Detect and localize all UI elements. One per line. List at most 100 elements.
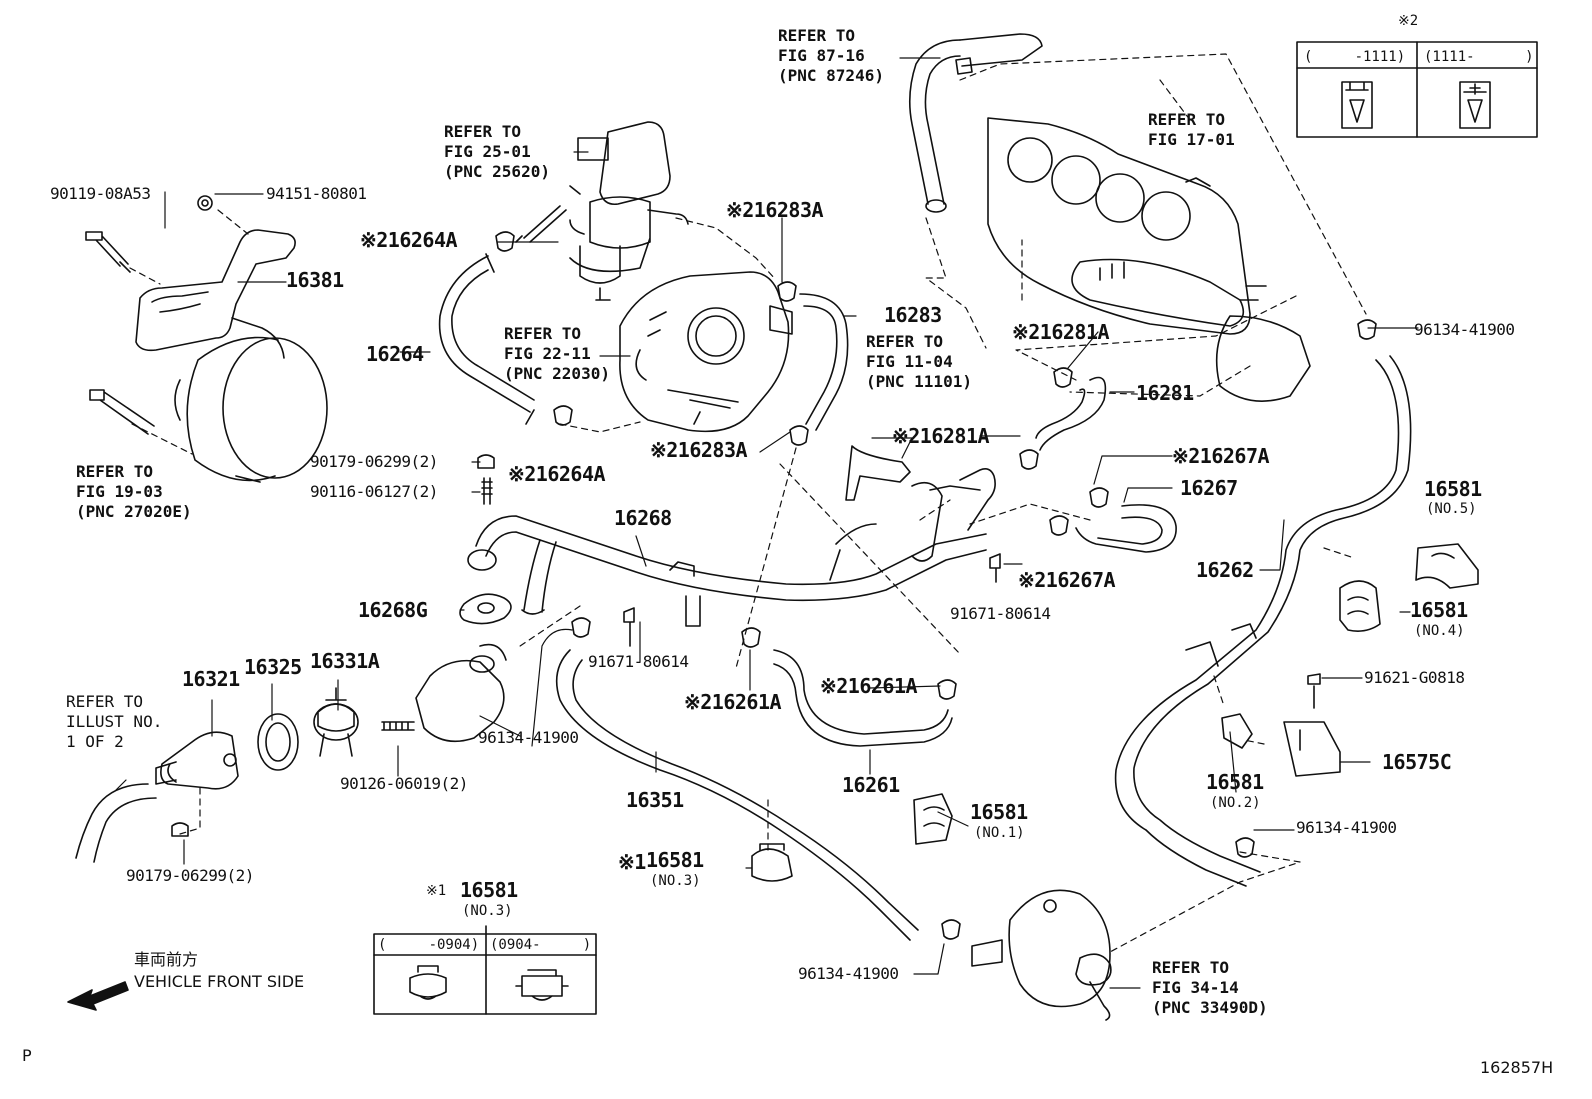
inset-top-mark: ※2: [1398, 13, 1419, 29]
part-label-16331a[interactable]: 16331A: [310, 649, 380, 673]
direction-en: VEHICLE FRONT SIDE: [134, 972, 305, 991]
part-label-96134-41900-right[interactable]: 96134-41900: [1296, 818, 1397, 837]
part-label-90119-08a53[interactable]: 90119-08A53: [50, 184, 151, 203]
hose-16264-drawing: [438, 253, 535, 425]
part-label-90179-06299-top[interactable]: 90179-06299(2): [310, 452, 438, 471]
figure-code: 162857H: [1480, 1058, 1554, 1077]
reference-illust-1-of-2[interactable]: REFER TO ILLUST NO. 1 OF 2: [66, 692, 163, 751]
reference-fig-19-03[interactable]: REFER TO FIG 19-03 (PNC 27020E): [76, 462, 192, 521]
part-label-90116-06127[interactable]: 90116-06127(2): [310, 482, 438, 501]
part-label-16264[interactable]: 16264: [366, 342, 424, 366]
inset-bottom-sub: (NO.3): [462, 903, 513, 919]
part-label-16381[interactable]: 16381: [286, 268, 344, 292]
water-pump-drawing: [89, 317, 328, 483]
reference-fig-17-01[interactable]: REFER TO FIG 17-01: [1148, 110, 1235, 149]
hose-16262-drawing: [1114, 355, 1412, 887]
part-label-91671-80614-right[interactable]: 91671-80614: [950, 604, 1051, 623]
part-label-16261[interactable]: 16261: [842, 773, 900, 797]
part-label-16283a-top[interactable]: ※216283A: [726, 198, 824, 222]
pipe-11-04-drawing: [845, 445, 911, 501]
stud-90126-drawing: [381, 721, 415, 731]
part-label-96134-41900-top-right[interactable]: 96134-41900: [1414, 320, 1515, 339]
thermostat-housing-drawing: [415, 643, 507, 743]
hose-illust-drawing: [75, 783, 157, 863]
hose-16267-drawing: [1075, 504, 1177, 553]
part-label-94151-80801[interactable]: 94151-80801: [266, 184, 367, 203]
reference-fig-34-14[interactable]: REFER TO FIG 34-14 (PNC 33490D): [1152, 958, 1268, 1017]
part-label-16262[interactable]: 16262: [1196, 558, 1254, 582]
part-label-16268[interactable]: 16268: [614, 506, 672, 530]
bracket-16381-drawing: [85, 195, 296, 352]
dashed-lines: [129, 53, 1367, 953]
direction-jp: 車両前方: [134, 950, 199, 969]
hose-16261-drawing: [773, 649, 953, 747]
part-label-16321[interactable]: 16321: [182, 667, 240, 691]
part-label-16581-no1[interactable]: 16581: [970, 800, 1028, 824]
inset-bottom-mark: ※1: [426, 883, 447, 899]
part-label-16581-no3[interactable]: 16581: [646, 848, 704, 872]
front-direction-arrow-icon: [67, 981, 129, 1011]
hose-clip-icons: [751, 543, 1479, 882]
part-label-16351[interactable]: 16351: [626, 788, 684, 812]
corner-mark-p: P: [22, 1046, 32, 1065]
part-label-16283[interactable]: 16283: [884, 303, 942, 327]
part-label-16581-no2[interactable]: 16581: [1206, 770, 1264, 794]
part-label-96134-41900-middle[interactable]: 96134-41900: [478, 728, 579, 747]
part-label-16267[interactable]: 16267: [1180, 476, 1238, 500]
inset-top-col2: (1111- ): [1424, 49, 1534, 65]
part-label-91621-g0818[interactable]: 91621-G0818: [1364, 668, 1465, 687]
part-label-16581-no5[interactable]: 16581: [1424, 477, 1482, 501]
gasket-16325-drawing: [257, 713, 299, 771]
thermostat-16331a-drawing: [313, 687, 359, 757]
hose-16351-drawing: [555, 649, 919, 941]
part-label-16267a-top[interactable]: ※216267A: [1172, 444, 1270, 468]
part-label-16261a-right[interactable]: ※216261A: [820, 674, 918, 698]
part-label-16268g[interactable]: 16268G: [358, 598, 428, 622]
inset-top-col1: ( -1111): [1304, 49, 1406, 65]
sub-label-no2: (NO.2): [1210, 795, 1261, 811]
part-label-16281[interactable]: 16281: [1136, 381, 1194, 405]
sub-label-no1: (NO.1): [974, 825, 1025, 841]
part-label-16325[interactable]: 16325: [244, 655, 302, 679]
inset-box-bottom: [373, 925, 597, 1015]
mark-16581-no3: ※1: [618, 850, 646, 874]
part-label-90126-06019[interactable]: 90126-06019(2): [340, 774, 468, 793]
sub-label-no4: (NO.4): [1414, 623, 1465, 639]
part-label-16575c[interactable]: 16575C: [1382, 750, 1452, 774]
part-label-16283a-bottom[interactable]: ※216283A: [650, 438, 748, 462]
part-label-90179-06299-bottom[interactable]: 90179-06299(2): [126, 866, 254, 885]
part-label-91671-80614-left[interactable]: 91671-80614: [588, 652, 689, 671]
reference-fig-11-04[interactable]: REFER TO FIG 11-04 (PNC 11101): [866, 332, 972, 391]
part-label-96134-41900-bottom[interactable]: 96134-41900: [798, 964, 899, 983]
oil-cooler-drawing: [971, 889, 1112, 1021]
reference-fig-87-16[interactable]: REFER TO FIG 87-16 (PNC 87246): [778, 26, 884, 85]
pipe-16268-drawing: [467, 468, 996, 627]
part-label-16264a-bottom[interactable]: ※216264A: [508, 462, 606, 486]
hose-16281-drawing: [1035, 376, 1107, 451]
reference-fig-25-01[interactable]: REFER TO FIG 25-01 (PNC 25620): [444, 122, 550, 181]
clamp-icons: [171, 231, 1377, 940]
egr-valve-drawing: [515, 121, 689, 301]
part-label-16261a-left[interactable]: ※216261A: [684, 690, 782, 714]
throttle-body-drawing: [619, 271, 793, 433]
inset-box-top: [1296, 41, 1538, 138]
part-label-16267a-bottom[interactable]: ※216267A: [1018, 568, 1116, 592]
water-inlet-16321-drawing: [155, 731, 239, 790]
inset-bottom-part[interactable]: 16581: [460, 878, 518, 902]
sub-label-no3: (NO.3): [650, 873, 701, 889]
gasket-16268g-drawing: [459, 593, 512, 625]
hose-16283-drawing: [799, 293, 849, 431]
inset-bottom-col2: (0904- ): [490, 937, 592, 953]
reference-fig-22-11[interactable]: REFER TO FIG 22-11 (PNC 22030): [504, 324, 610, 383]
sub-label-no5: (NO.5): [1426, 501, 1477, 517]
part-label-16581-no4[interactable]: 16581: [1410, 598, 1468, 622]
leader-lines: [115, 57, 1419, 989]
manifold-drawing: [987, 117, 1311, 402]
part-label-16281a-top[interactable]: ※216281A: [1012, 320, 1110, 344]
hose-87-16-drawing: [908, 33, 1043, 213]
part-label-16264a-top[interactable]: ※216264A: [360, 228, 458, 252]
part-label-16281a-bottom[interactable]: ※216281A: [892, 424, 990, 448]
inset-bottom-col1: ( -0904): [378, 937, 480, 953]
